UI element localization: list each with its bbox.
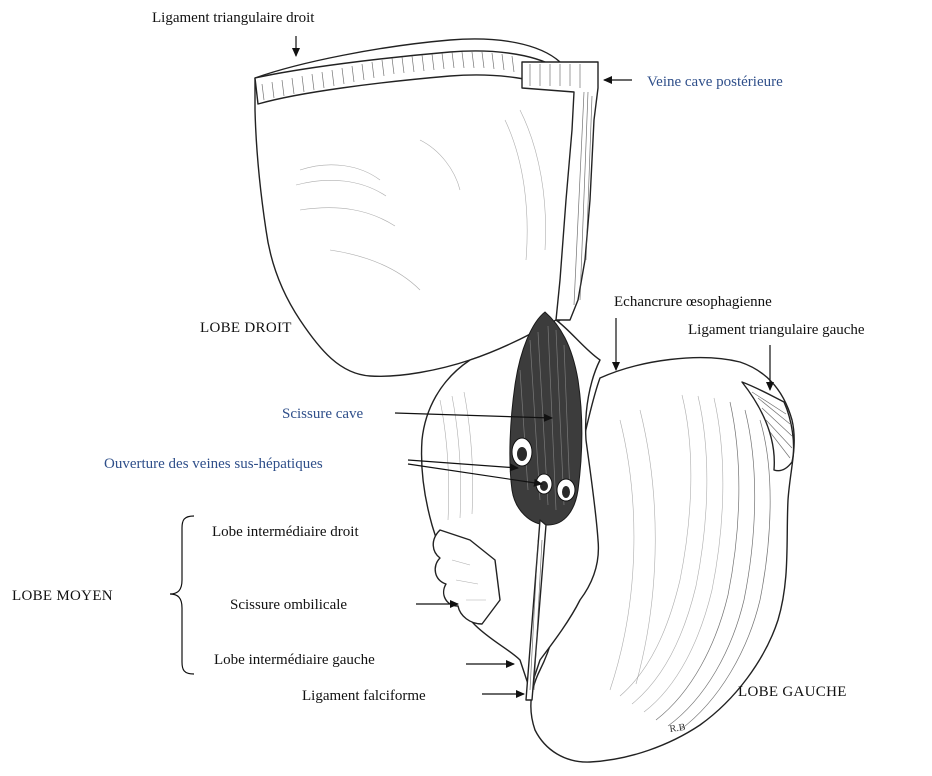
label-ligament-triangulaire-droit: Ligament triangulaire droit [152,10,315,26]
label-echancrure-oesophagienne: Echancrure œsophagienne [614,294,772,310]
label-ouverture-veines: Ouverture des veines sus-hépatiques [104,456,323,472]
label-ligament-triangulaire-gauche: Ligament triangulaire gauche [688,322,865,338]
label-ligament-falciforme: Ligament falciforme [302,688,426,704]
label-lobe-droit: LOBE DROIT [200,320,292,336]
label-scissure-ombilicale: Scissure ombilicale [230,597,347,613]
label-lobe-intermediaire-droit: Lobe intermédiaire droit [212,524,359,540]
label-scissure-cave: Scissure cave [282,406,364,422]
label-lobe-gauche: LOBE GAUCHE [738,684,847,700]
label-lobe-intermediaire-gauche: Lobe intermédiaire gauche [214,652,375,668]
artist-signature: R.B [669,722,687,735]
label-lobe-moyen: LOBE MOYEN [12,588,113,604]
label-veine-cave-posterieure: Veine cave postérieure [647,74,783,90]
